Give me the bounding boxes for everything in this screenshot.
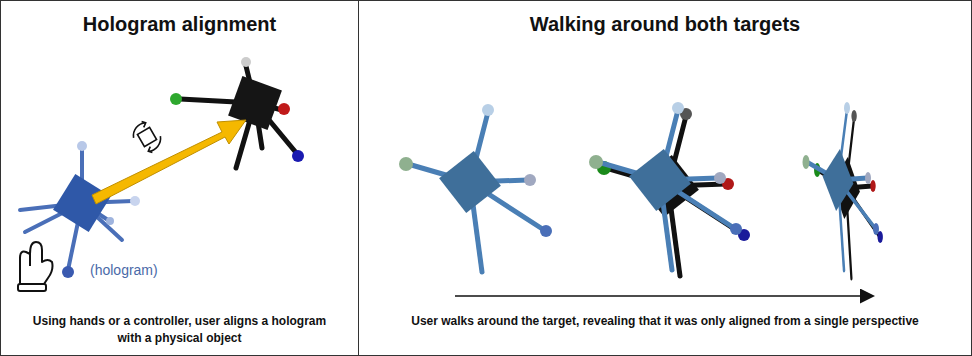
panel-heading: Walking around both targets: [359, 13, 971, 36]
panel-caption: User walks around the target, revealing …: [385, 313, 945, 330]
panel: Hologram alignmentUsing hands or a contr…: [0, 0, 359, 356]
panel: Walking around both targetsUser walks ar…: [358, 0, 972, 356]
panel-caption: Using hands or a controller, user aligns…: [30, 313, 330, 347]
panel-heading: Hologram alignment: [1, 13, 358, 36]
hologram-label: (hologram): [90, 262, 158, 278]
